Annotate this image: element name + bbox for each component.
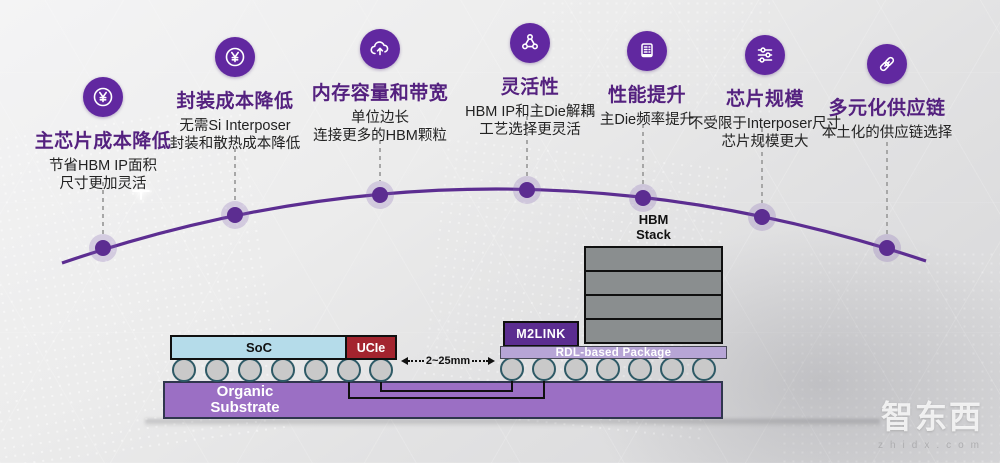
soc-label: SoC — [246, 340, 272, 355]
benefit-item-supply-chain: 多元化供应链 本土化的供应链选择 — [789, 44, 985, 143]
benefit-item-main-die-cost: 主芯片成本降低 节省HBM IP面积 尺寸更加灵活 — [5, 77, 201, 193]
benefit-title: 封装成本降低 — [176, 91, 294, 112]
arrow-right-icon — [488, 357, 495, 365]
hbm-stack-block — [584, 246, 723, 344]
share-nodes-icon — [510, 23, 550, 63]
benefit-desc-line: 尺寸更加灵活 — [59, 175, 147, 192]
benefit-item-memory-bandwidth: 内存容量和带宽 单位边长 连接更多的HBM颗粒 — [282, 29, 478, 145]
benefit-desc-line: 工艺选择更灵活 — [479, 121, 581, 138]
hbm-label-line: Stack — [636, 227, 671, 242]
benefit-desc-line: 本土化的供应链选择 — [821, 125, 953, 141]
benefit-item-flexibility: 灵活性 HBM IP和主Die解耦 工艺选择更灵活 — [432, 23, 628, 139]
rdl-label: RDL-based Package — [555, 346, 672, 359]
hbm-die-layer — [584, 270, 723, 296]
yuan-coin-icon — [215, 37, 255, 77]
benefit-title: 内存容量和带宽 — [311, 83, 449, 104]
rdl-package-bar: RDL-based Package — [500, 346, 727, 359]
curve-node — [513, 176, 541, 204]
benefit-desc-line: 节省HBM IP面积 — [49, 158, 157, 174]
watermark-logo: 智东西 — [880, 399, 983, 435]
hbm-stack-label: HBM Stack — [584, 212, 723, 242]
curve-node — [366, 181, 394, 209]
hbm-label-line: HBM — [638, 212, 669, 227]
benefit-desc: 主Die频率提升 — [549, 112, 745, 130]
benefit-item-chip-scale: 芯片规模 不受限于Interposer尺寸 芯片规模更大 — [667, 35, 863, 151]
hbm-die-layer — [584, 294, 723, 320]
substrate-label-line: Organic — [216, 383, 274, 400]
dotted-line — [472, 360, 488, 362]
watermark-url: zhidx.com — [877, 440, 986, 451]
arrow-left-icon — [401, 357, 408, 365]
benefit-title: 灵活性 — [500, 77, 560, 98]
benefit-item-performance: 性能提升 主Die频率提升 — [549, 31, 745, 130]
benefit-desc-line: 主Die频率提升 — [599, 112, 695, 128]
benefit-title: 性能提升 — [607, 85, 686, 106]
hbm-die-layer — [584, 318, 723, 344]
curve-node — [629, 184, 657, 212]
curve-node — [89, 234, 117, 262]
m2link-block: M2LINK — [503, 321, 579, 347]
benefit-desc-line: 不受限于Interposer尺寸 — [688, 116, 842, 132]
ucie-block: UCIe — [345, 335, 397, 360]
m2link-label: M2LINK — [516, 327, 566, 341]
soc-block: SoC — [170, 335, 348, 360]
benefit-desc: 单位边长 连接更多的HBM颗粒 — [282, 110, 478, 145]
curve-node — [221, 201, 249, 229]
benefit-desc-line: 连接更多的HBM颗粒 — [313, 127, 447, 144]
benefit-desc: 无需Si Interposer 封装和散热成本降低 — [137, 118, 333, 153]
sliders-icon — [745, 35, 785, 75]
benefit-desc: 本土化的供应链选择 — [789, 125, 985, 143]
benefit-desc: 不受限于Interposer尺寸 芯片规模更大 — [667, 116, 863, 151]
benefit-item-package-cost: 封装成本降低 无需Si Interposer 封装和散热成本降低 — [137, 37, 333, 153]
benefit-title: 芯片规模 — [725, 89, 804, 110]
benefit-desc-line: 芯片规模更大 — [721, 133, 809, 150]
benefit-desc-line: HBM IP和主Die解耦 — [465, 104, 595, 120]
benefit-desc-line: 封装和散热成本降低 — [169, 135, 301, 152]
substrate-shadow — [145, 419, 880, 426]
benefit-title: 多元化供应链 — [828, 98, 946, 119]
benefit-desc: HBM IP和主Die解耦 工艺选择更灵活 — [432, 104, 628, 139]
benefit-desc-line: 无需Si Interposer — [179, 118, 291, 134]
cloud-upload-icon — [360, 29, 400, 69]
yuan-coin-icon — [83, 77, 123, 117]
performance-panel-icon — [627, 31, 667, 71]
curve-node — [873, 234, 901, 262]
ucie-label: UCIe — [356, 340, 386, 355]
curve-node — [748, 203, 776, 231]
dotted-line — [408, 360, 424, 362]
hbm-die-layer — [584, 246, 723, 272]
die-distance-annotation: 2~25mm — [401, 354, 495, 368]
substrate-label-line: Substrate — [210, 399, 280, 416]
watermark: 智东西 zhidx.com — [878, 392, 986, 451]
chain-link-icon — [867, 44, 907, 84]
distance-label: 2~25mm — [425, 355, 471, 367]
benefit-desc-line: 单位边长 — [351, 110, 409, 126]
benefit-desc: 节省HBM IP面积 尺寸更加灵活 — [5, 158, 201, 193]
benefit-title: 主芯片成本降低 — [34, 131, 172, 152]
curve-nodes — [89, 176, 901, 262]
growth-curve — [61, 187, 927, 265]
organic-substrate-label: Organic Substrate — [170, 384, 320, 416]
